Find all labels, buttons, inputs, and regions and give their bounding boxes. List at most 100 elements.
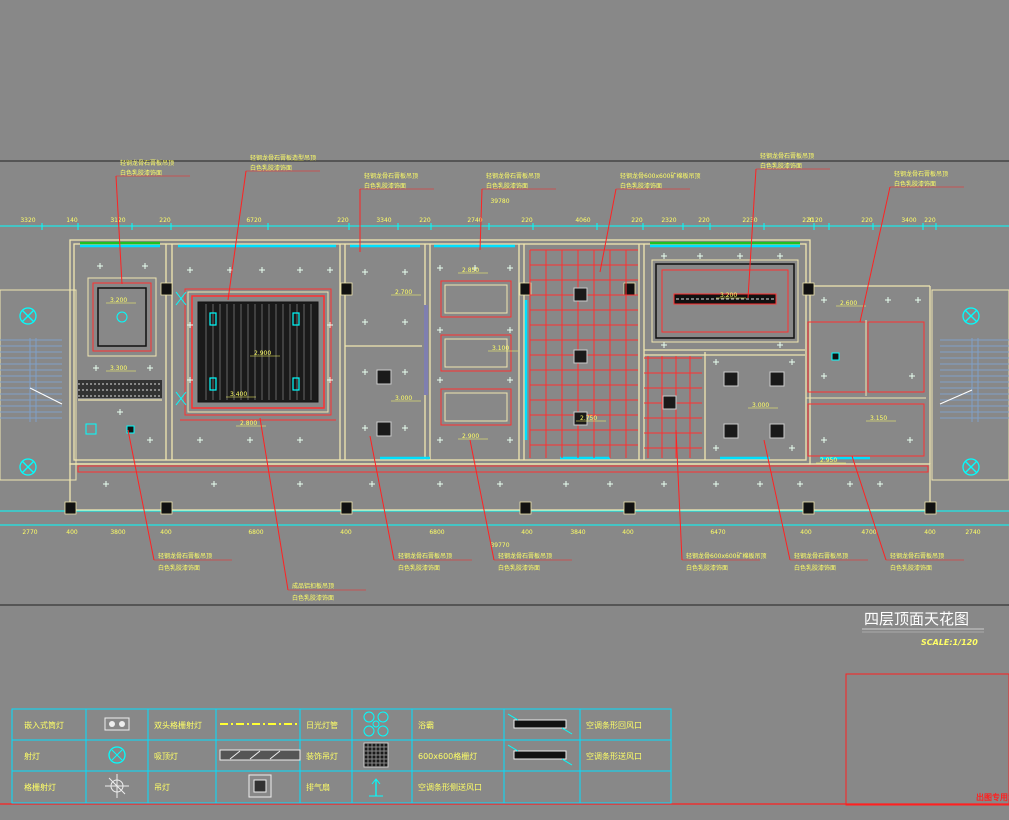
room-elevation-labels: 3.2003.3002.9003.4002.8002.7003.0002.850… bbox=[106, 267, 896, 464]
grille-light bbox=[573, 411, 588, 426]
note-line-2: 白色乳胶漆饰面 bbox=[620, 182, 662, 190]
dimension-value: 6470 bbox=[710, 529, 725, 536]
dimension-value: 220 bbox=[419, 217, 431, 224]
leader-line bbox=[259, 417, 289, 591]
dimension-value: 2770 bbox=[22, 529, 37, 536]
stamp-text: 出图专用章 bbox=[976, 792, 1009, 802]
quad-icon-ring bbox=[377, 711, 389, 723]
drawing-title: 四层顶面天花图 bbox=[864, 610, 969, 628]
dimension-value: 2740 bbox=[467, 217, 482, 224]
dimension-value: 220 bbox=[698, 217, 710, 224]
legend-label: 空调条形送风口 bbox=[586, 751, 642, 761]
vent-icon-arrow bbox=[507, 713, 519, 721]
building-walls bbox=[69, 239, 931, 511]
room-label: 2.900 bbox=[254, 350, 271, 357]
note-line-2: 白色乳胶漆饰面 bbox=[686, 564, 728, 572]
room-5-grid-ceiling bbox=[529, 249, 702, 458]
quad-icon-center bbox=[372, 720, 380, 728]
room-1-ceiling bbox=[78, 277, 162, 435]
room-label: 3.000 bbox=[395, 395, 412, 402]
dimension-text-top: 3320140312022067202203340220274022040602… bbox=[20, 217, 937, 230]
corridor-ceiling bbox=[77, 465, 929, 473]
quad-icon-ring bbox=[363, 725, 375, 737]
grille-light bbox=[573, 287, 588, 302]
dimension-value: 2320 bbox=[661, 217, 676, 224]
legend-label: 射灯 bbox=[24, 751, 40, 761]
dimension-value: 3120 bbox=[807, 217, 822, 224]
dimension-value: 400 bbox=[800, 529, 812, 536]
grille-spot-icon-d bbox=[108, 777, 126, 795]
drawing-scale: SCALE:1/120 bbox=[921, 638, 978, 647]
dimension-value: 6800 bbox=[429, 529, 444, 536]
legend-label: 浴霸 bbox=[418, 720, 434, 730]
leader-line bbox=[369, 435, 395, 561]
legend-label: 吊灯 bbox=[154, 782, 170, 792]
note-line-1: 轻钢龙骨石膏板吊顶 bbox=[760, 152, 814, 160]
note-line-1: 轻钢龙骨石膏板造型吊顶 bbox=[250, 154, 316, 162]
note-line-1: 轻钢龙骨石膏板吊顶 bbox=[498, 552, 552, 560]
quad-icon-ring bbox=[377, 725, 389, 737]
note-line-1: 轻钢龙骨600x600矿棉板吊顶 bbox=[620, 172, 700, 180]
dimension-value: 220 bbox=[802, 217, 814, 224]
leader-line bbox=[599, 188, 617, 273]
vent-icon-arrow bbox=[507, 744, 519, 752]
legend-label: 排气扇 bbox=[306, 782, 330, 792]
room-2-ceiling bbox=[175, 288, 336, 421]
stairwell-left bbox=[0, 289, 77, 481]
note-line-2: 白色乳胶漆饰面 bbox=[894, 180, 936, 188]
hatch-icon-line bbox=[269, 750, 281, 760]
note-line-2: 白色乳胶漆饰面 bbox=[120, 169, 162, 177]
dimension-value: 400 bbox=[66, 529, 78, 536]
dimension-value: 3800 bbox=[110, 529, 125, 536]
dimension-value: 2740 bbox=[965, 529, 980, 536]
room-6-ceiling bbox=[651, 259, 799, 439]
dimension-value: 220 bbox=[521, 217, 533, 224]
dimension-value: 400 bbox=[924, 529, 936, 536]
dimension-value: 400 bbox=[340, 529, 352, 536]
legend-label: 嵌入式筒灯 bbox=[24, 720, 64, 730]
note-line-2: 白色乳胶漆饰面 bbox=[760, 162, 802, 170]
room-label: 3.000 bbox=[752, 402, 769, 409]
note-line-1: 轻钢龙骨600x600矿棉板吊顶 bbox=[686, 552, 766, 560]
legend-label: 600x600格栅灯 bbox=[418, 751, 477, 761]
hatch-icon-line bbox=[229, 750, 241, 760]
note-line-1: 轻钢龙骨石膏板吊顶 bbox=[158, 552, 212, 560]
note-line-1: 轻钢龙骨石膏板吊顶 bbox=[894, 170, 948, 178]
room-label: 3.100 bbox=[492, 345, 509, 352]
room-label: 3.400 bbox=[230, 391, 247, 398]
leader-line bbox=[675, 429, 683, 561]
note-line-1: 轻钢龙骨石膏板吊顶 bbox=[398, 552, 452, 560]
spotlight-icon-x bbox=[111, 749, 123, 761]
note-line-2: 白色乳胶漆饰面 bbox=[250, 164, 292, 172]
dimension-value: 2230 bbox=[742, 217, 757, 224]
title-block bbox=[845, 673, 1009, 806]
dimension-value: 400 bbox=[622, 529, 634, 536]
dimension-value: 400 bbox=[521, 529, 533, 536]
dimension-value: 220 bbox=[159, 217, 171, 224]
dimension-value: 220 bbox=[337, 217, 349, 224]
note-line-2: 白色乳胶漆饰面 bbox=[486, 182, 528, 190]
stairwell-right bbox=[931, 289, 1009, 481]
dimension-value: 4060 bbox=[575, 217, 590, 224]
room-3-ceiling bbox=[376, 305, 428, 437]
legend-label: 日光灯管 bbox=[306, 720, 338, 730]
legend-label: 吸顶灯 bbox=[154, 751, 178, 761]
dimension-value: 3400 bbox=[901, 217, 916, 224]
annotation-notes-top: 轻钢龙骨石膏板吊顶白色乳胶漆饰面轻钢龙骨石膏板造型吊顶白色乳胶漆饰面轻钢龙骨石膏… bbox=[115, 152, 964, 323]
room-label: 2.800 bbox=[240, 420, 257, 427]
note-line-1: 轻钢龙骨石膏板吊顶 bbox=[486, 172, 540, 180]
note-line-2: 白色乳胶漆饰面 bbox=[498, 564, 540, 572]
room-4-ceiling bbox=[440, 280, 512, 426]
leader-line bbox=[469, 439, 495, 561]
dimension-value: 3840 bbox=[570, 529, 585, 536]
note-line-1: 轻钢龙骨石膏板吊顶 bbox=[364, 172, 418, 180]
structural-columns bbox=[64, 282, 937, 515]
downlight-icon-dot bbox=[109, 721, 115, 727]
room-7-ceiling bbox=[806, 320, 926, 457]
leader-line bbox=[115, 175, 123, 285]
spotlight-icon bbox=[108, 746, 126, 764]
room-label: 3.300 bbox=[110, 365, 127, 372]
hatch-icon-line bbox=[249, 750, 261, 760]
